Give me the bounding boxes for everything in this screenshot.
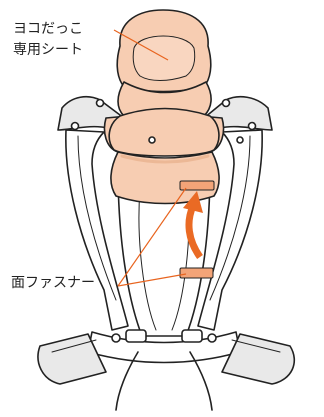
seat-label-line2: 専用シート [13,41,83,60]
velcro-label: 面ファスナー [11,274,95,293]
seat-cushion [109,109,219,157]
right-buckle [182,330,202,342]
seat-lower-body [111,152,219,204]
left-buckle [126,330,146,342]
velcro-patch-lower [180,268,213,278]
seat-label-line1: ヨコだっこ [13,20,83,39]
